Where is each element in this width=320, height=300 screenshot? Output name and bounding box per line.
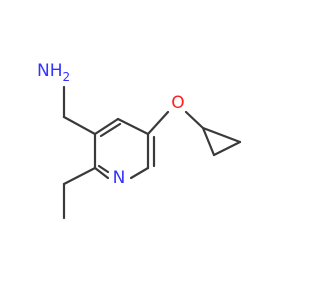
amine-nh-text: NH: [37, 61, 63, 81]
bond-c2-ch2: [62, 166, 97, 186]
bond-n-c2: [93, 166, 110, 180]
ring-nitrogen-label: N: [113, 168, 126, 188]
bond-c3-c4-inner: [99, 122, 122, 138]
bond-c4-c5: [116, 117, 150, 136]
structure-canvas: NH2 N O: [37, 61, 242, 220]
bond-n-c2-inner: [97, 164, 110, 174]
bond-ch2-c3: [62, 115, 97, 136]
bond-cp-base: [212, 140, 242, 157]
bond-cp-left: [201, 126, 216, 157]
molecule-structure: NH2 N O: [37, 61, 242, 220]
bond-o-cp: [184, 110, 205, 130]
atom-label-group: NH2 N O: [37, 61, 185, 188]
bond-c5-o: [146, 110, 170, 136]
ether-oxygen-label: O: [171, 93, 184, 113]
amine-subscript: 2: [63, 70, 71, 84]
bond-c3-c4: [93, 117, 120, 136]
bond-group: [62, 85, 242, 220]
bond-c6-n: [129, 166, 150, 180]
amine-nh-label: NH2: [37, 61, 70, 84]
bond-cp-right: [201, 126, 242, 144]
